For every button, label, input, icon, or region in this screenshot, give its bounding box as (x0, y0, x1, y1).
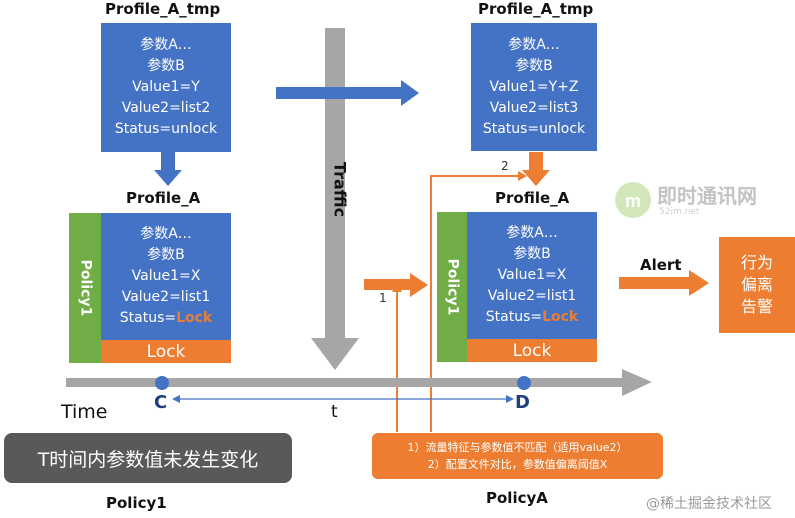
num-2-label: 2 (501, 159, 509, 173)
right-profile-title: Profile_A (495, 189, 570, 207)
left-policy-bar: Policy1 (69, 213, 101, 363)
right-tmp-line: Value1=Y+Z (489, 78, 579, 95)
watermark-logo-text: 即时通讯网 (657, 184, 757, 208)
behavior-line: 行为 (740, 253, 773, 272)
right-tmp-line: 参数A… (508, 36, 560, 53)
alert-arrow (619, 270, 709, 296)
right-tmp-line: 参数B (515, 57, 553, 74)
num-1-label: 1 (379, 291, 387, 305)
right-tmp-line: Value2=list3 (489, 99, 579, 116)
watermark-logo-sub: 52im.net (659, 207, 700, 217)
svg-text:m: m (625, 191, 641, 211)
left-profile-title: Profile_A (126, 189, 201, 207)
behavior-line: 告警 (740, 297, 773, 316)
left-profile-line: Value1=X (131, 268, 201, 284)
right-tmp-title: Profile_A_tmp (478, 0, 594, 18)
time-label: Time (61, 401, 108, 423)
right-profile-line: 参数B (513, 246, 551, 262)
left-tmp-line: Value1=Y (132, 79, 200, 95)
right-down-arrow (522, 152, 550, 186)
c-d-interval-arrow (172, 395, 514, 403)
right-status-line: Status=Lock (485, 309, 579, 325)
right-profile-box: 参数A… 参数B Value1=X Value2=list1 Status=Lo… (467, 212, 597, 339)
c-label: C (154, 392, 168, 413)
right-profile-line: 参数A… (506, 225, 558, 241)
left-profile-line: 参数B (147, 247, 185, 263)
left-profile-line: Value2=list1 (121, 289, 211, 305)
right-policy-bar: Policy1 (437, 212, 467, 362)
left-tmp-line: Status=unlock (114, 121, 218, 137)
d-label: D (515, 392, 530, 413)
note-line: 2）配置文件对比，参数值偏离阈值X (427, 458, 608, 471)
watermark-logo: m 即时通讯网 52im.net (613, 178, 793, 224)
watermark-logo-icon: m (615, 182, 651, 218)
left-profile-line: 参数A… (140, 226, 192, 242)
left-status-line: Status=Lock (119, 310, 213, 326)
detection-conditions-note: 1）流量特征与参数值不匹配（适用value2） 2）配置文件对比，参数值偏离阈值… (372, 433, 663, 479)
behavior-line: 偏离 (740, 275, 773, 294)
timeline-arrow (66, 369, 652, 396)
behavior-alert-box: 行为 偏离 告警 (719, 237, 795, 333)
left-down-arrow (154, 152, 182, 186)
right-tmp-box: 参数A… 参数B Value1=Y+Z Value2=list3 Status=… (471, 23, 597, 151)
right-profile-line: Value2=list1 (487, 288, 577, 304)
left-tmp-box: 参数A… 参数B Value1=Y Value2=list2 Status=un… (101, 23, 231, 152)
left-tmp-title: Profile_A_tmp (105, 0, 221, 18)
right-lock-bar: Lock (467, 339, 597, 362)
right-status-value: Lock (542, 309, 579, 325)
traffic-arrow (311, 28, 359, 370)
watermark-footer: @稀土掘金技术社区 (646, 496, 772, 512)
left-tmp-line: 参数B (147, 58, 185, 74)
blue-right-arrow (276, 80, 419, 106)
note-line: 1）流量特征与参数值不匹配（适用value2） (407, 441, 628, 454)
orange-arrow-1 (364, 273, 428, 297)
right-profile-line: Value1=X (497, 267, 567, 283)
left-tmp-line: Value2=list2 (121, 100, 211, 116)
unchanged-params-note: T时间内参数值未发生变化 (4, 433, 292, 483)
right-tmp-line: Status=unlock (482, 120, 586, 137)
t-label: t (331, 402, 338, 422)
right-policy-label: PolicyA (486, 489, 548, 507)
left-status-value: Lock (176, 310, 213, 326)
left-tmp-line: 参数A… (140, 37, 192, 53)
left-policy-label: Policy1 (106, 494, 167, 512)
left-profile-box: 参数A… 参数B Value1=X Value2=list1 Status=Lo… (101, 213, 231, 340)
left-lock-bar: Lock (101, 340, 231, 363)
alert-label: Alert (640, 256, 682, 274)
